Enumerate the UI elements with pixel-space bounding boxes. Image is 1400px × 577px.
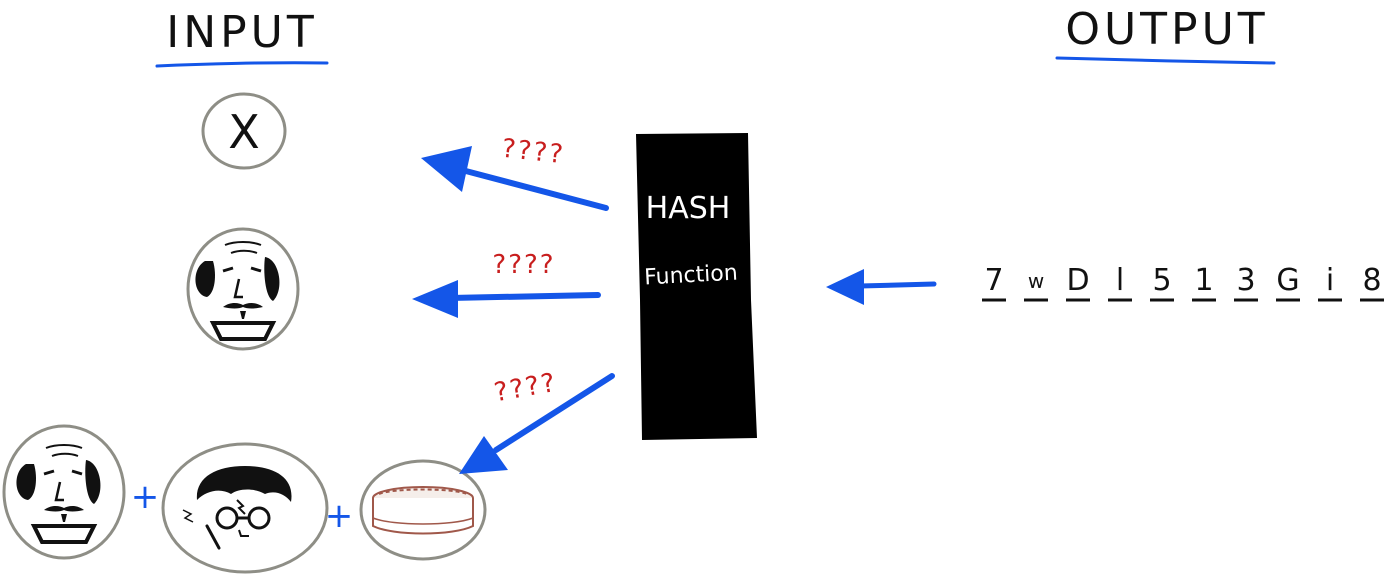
output-char-text: 5 (1152, 263, 1171, 298)
plus-sign-2: + (325, 496, 354, 536)
question-label-2: ???? (492, 250, 555, 280)
output-char-text: l (1116, 263, 1124, 298)
output-char-text: 7 (984, 263, 1003, 298)
output-char-text: 1 (1194, 263, 1213, 298)
output-char-text: i (1326, 263, 1334, 298)
output-heading: OUTPUT (1055, 4, 1276, 65)
output-heading-text: OUTPUT (1065, 4, 1268, 55)
hash-function-box: HASH Function (636, 133, 757, 440)
output-char-text: 8 (1362, 263, 1381, 298)
output-char-8: G (1276, 263, 1300, 302)
question-label-1: ???? (500, 134, 566, 170)
input-heading-underline (155, 61, 329, 68)
output-char-2: w (1024, 269, 1048, 302)
input-x-item: X (201, 92, 287, 170)
portrait-circle (186, 227, 300, 351)
output-char-10: 8 (1360, 263, 1384, 302)
function-label: Function (644, 261, 739, 291)
output-char-text: w (1028, 269, 1044, 293)
output-char-text: D (1066, 263, 1089, 298)
input-heading-text: INPUT (166, 7, 318, 58)
reverse-arrow-2 (412, 280, 601, 318)
question-marks-3: ???? (492, 368, 559, 409)
input-combo-item: + + (2, 424, 487, 574)
output-char-1: 7 (982, 263, 1006, 302)
reverse-arrow-1 (421, 146, 609, 211)
output-char-6: 1 (1192, 263, 1216, 302)
wizard-circle (161, 442, 329, 574)
x-letter: X (228, 105, 260, 159)
output-char-text: G (1276, 263, 1299, 298)
reverse-arrow-3 (459, 373, 615, 474)
input-portrait-item (186, 227, 300, 351)
output-to-hash-arrow (826, 269, 937, 305)
output-char-3: D (1066, 263, 1090, 302)
question-marks-1: ???? (500, 134, 566, 170)
x-circle (201, 92, 287, 170)
hash-box-shape (636, 133, 757, 440)
boy-wizard-icon (182, 466, 292, 550)
output-char-7: 3 (1234, 263, 1258, 302)
output-char-text: 3 (1236, 263, 1255, 298)
cake-icon (372, 486, 474, 535)
plus-sign-1: + (131, 477, 160, 517)
question-marks-2: ???? (492, 250, 555, 280)
input-heading: INPUT (155, 7, 329, 68)
output-heading-underline (1055, 56, 1276, 65)
output-char-5: 5 (1150, 263, 1174, 302)
output-char-9: i (1318, 263, 1342, 302)
question-label-3: ???? (492, 368, 559, 409)
output-char-4: l (1108, 263, 1132, 302)
hash-label: HASH (646, 191, 731, 226)
